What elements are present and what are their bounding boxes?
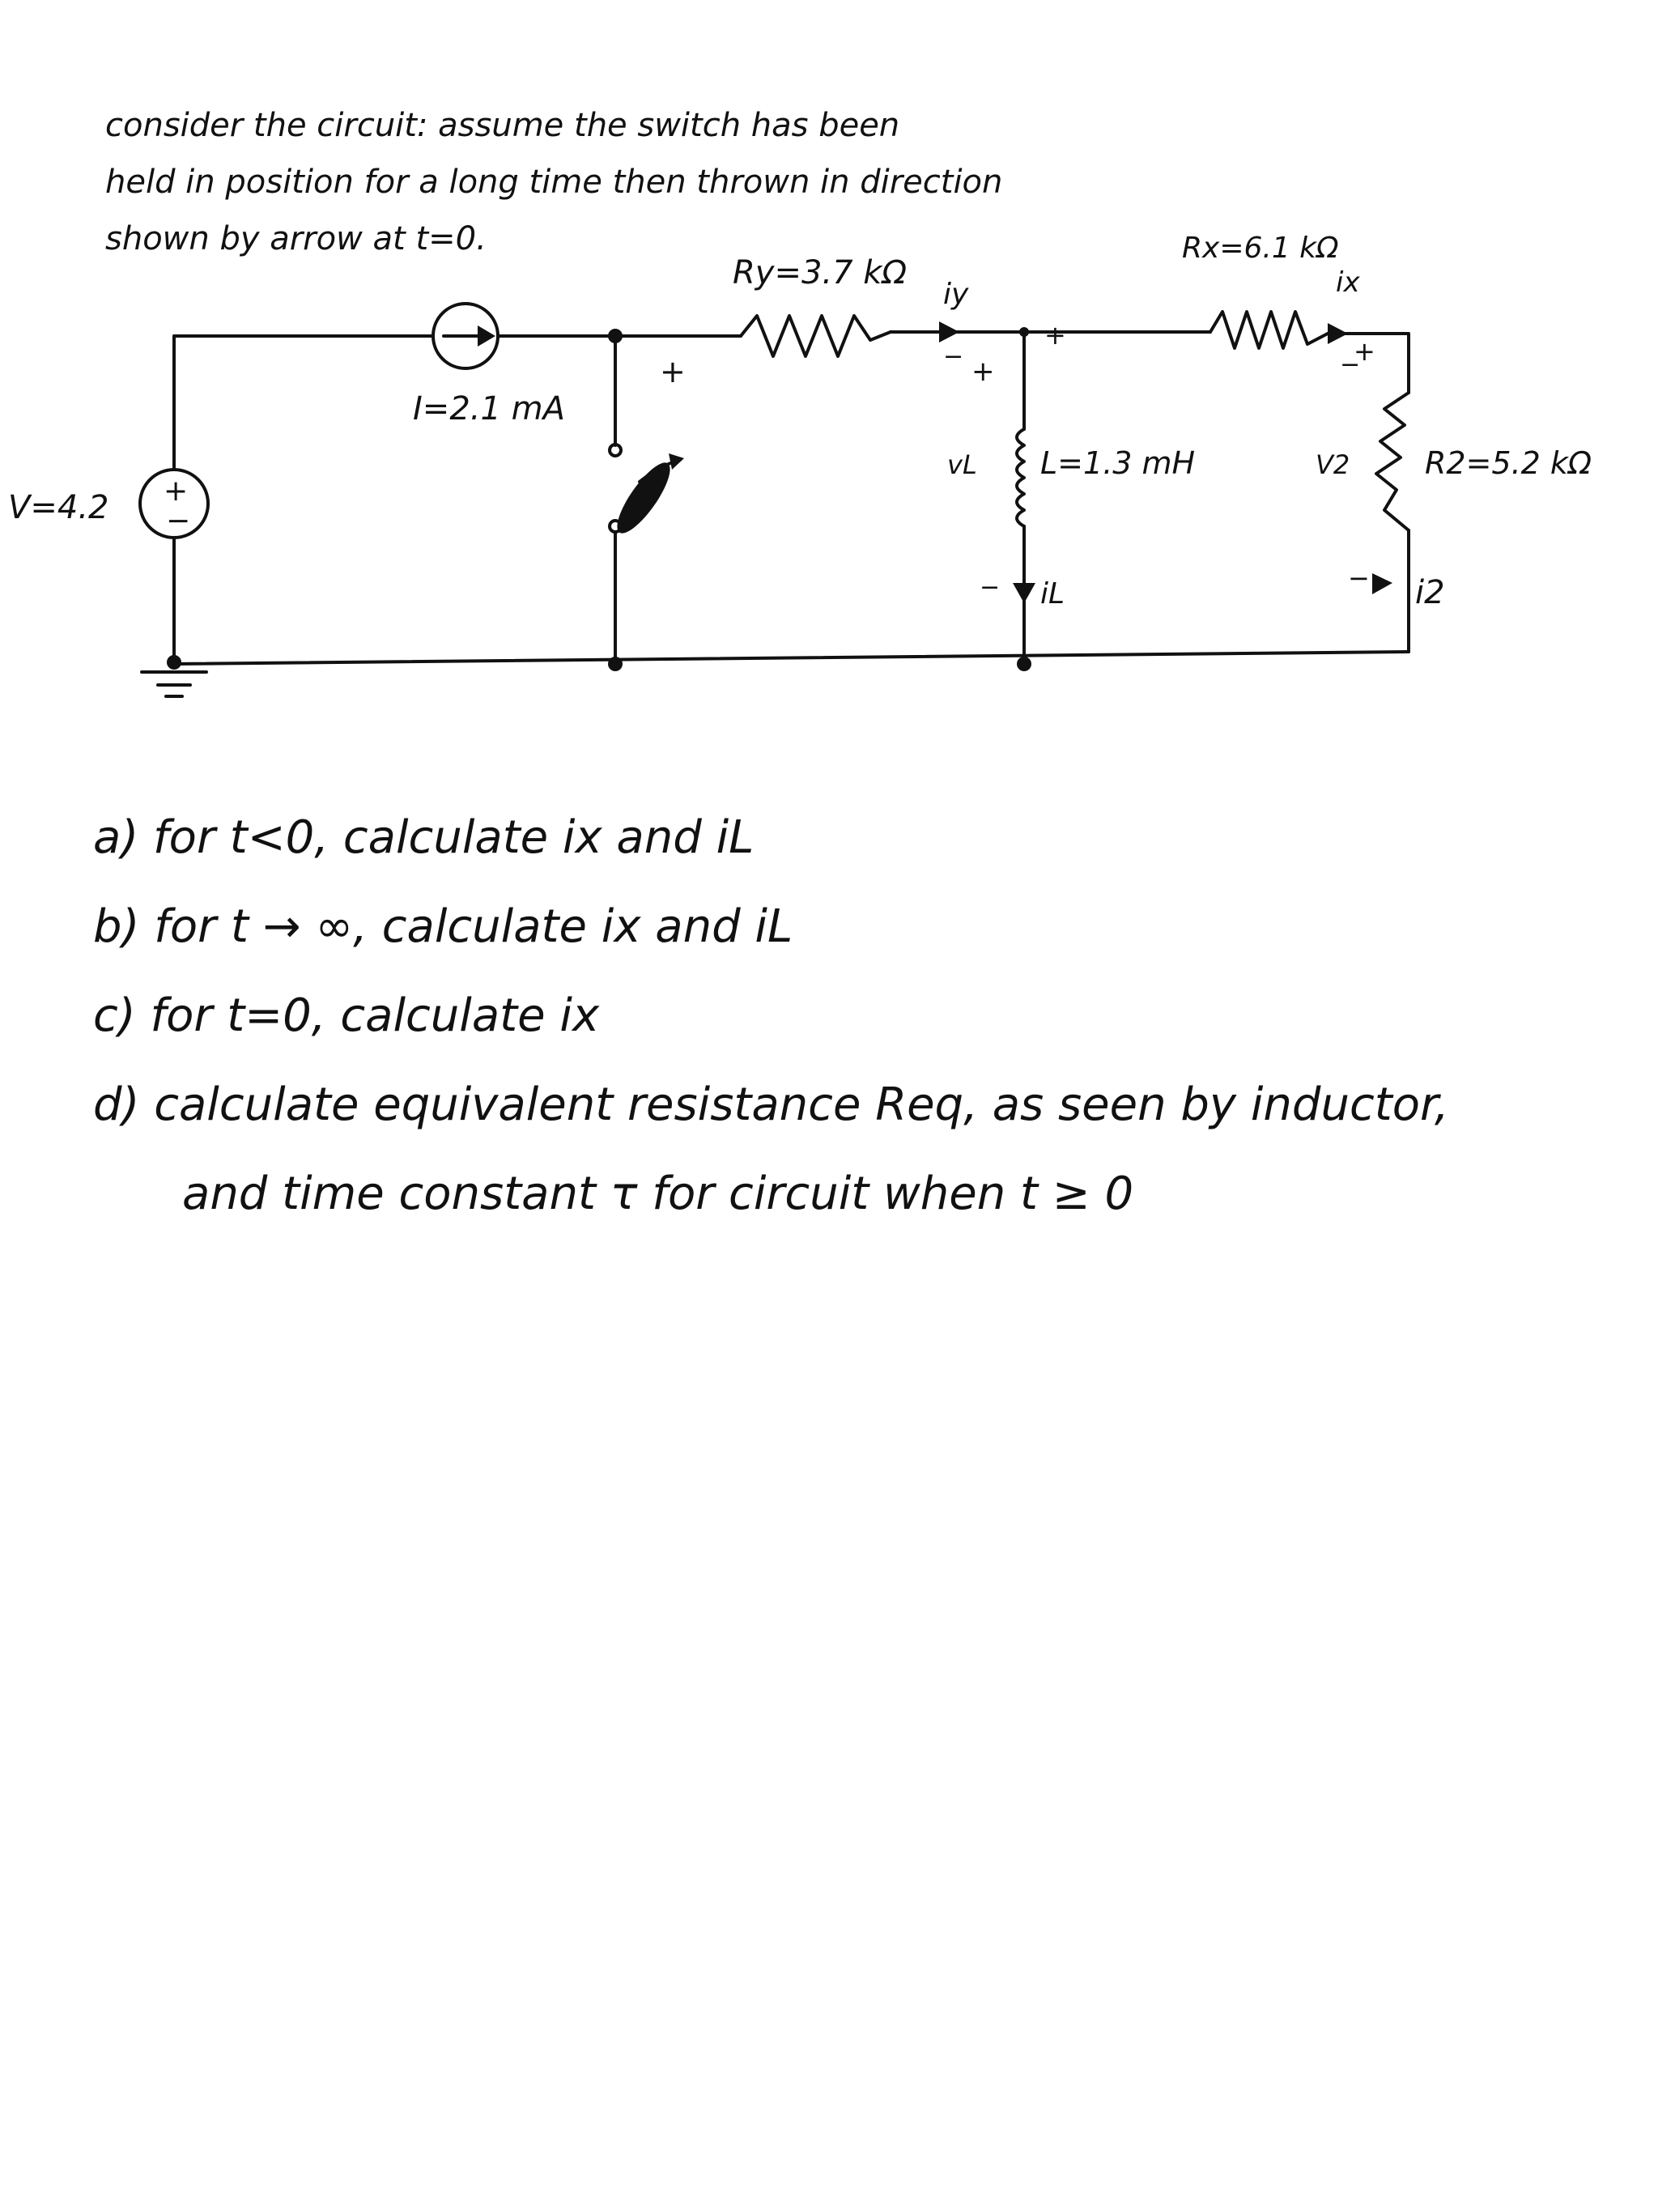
v2-plus-label: +: [1354, 336, 1375, 367]
vl-bottom-minus-label: −: [980, 573, 1000, 602]
ix-label: ix: [1336, 266, 1360, 299]
i2-label: i2: [1415, 574, 1445, 611]
inductor-bottom-node: [1017, 657, 1031, 671]
inductor-coil: [1015, 428, 1026, 528]
vl-label: vL: [947, 449, 977, 480]
node-plus-label: +: [1044, 320, 1066, 351]
switch-throw-arrow-head: [669, 453, 684, 470]
source-minus-sign: −: [166, 504, 190, 538]
top-wire-rx-to-right: [1326, 332, 1410, 394]
i2-arrow: [1372, 573, 1392, 594]
vl-plus-label: +: [971, 355, 995, 388]
ry-label: Ry=3.7 kΩ: [733, 254, 907, 291]
r2-label: R2=5.2 kΩ: [1425, 445, 1592, 481]
question-d: d) calculate equivalent resistance Req, …: [93, 1078, 1449, 1131]
v2-label: V2: [1316, 449, 1350, 480]
rx-minus-label: −: [1340, 351, 1360, 379]
current-source-label: I=2.1 mA: [413, 390, 565, 428]
source-voltage-label: V=4.2: [8, 489, 109, 526]
resistor-rx: [1209, 310, 1329, 350]
switch-contact-top: [608, 443, 623, 457]
problem-intro: consider the circuit: assume the switch …: [105, 97, 1002, 267]
current-source-arrow-head: [478, 325, 495, 347]
question-b: b) for t → ∞, calculate ix and iL: [93, 900, 793, 953]
intro-line-3: shown by arrow at t=0.: [105, 220, 487, 257]
il-arrow: [1013, 583, 1035, 603]
question-d-continued: and time constant τ for circuit when t ≥…: [182, 1168, 1134, 1220]
switch-blade: [617, 462, 670, 534]
resistor-r2: [1375, 391, 1410, 532]
switch-plus-label: +: [660, 354, 686, 389]
iy-label: iy: [943, 278, 969, 311]
v2-minus-label: −: [1348, 563, 1370, 593]
intro-line-2: held in position for a long time then th…: [105, 164, 1003, 201]
rx-label: Rx=6.1 kΩ: [1182, 232, 1339, 265]
question-a: a) for t<0, calculate ix and iL: [93, 811, 755, 864]
vl-minus-label: −: [943, 342, 963, 371]
question-list: a) for t<0, calculate ix and iL b) for t…: [93, 793, 1449, 1239]
bottom-wire: [172, 650, 1410, 666]
il-label: iL: [1040, 577, 1065, 610]
intro-line-1: consider the circuit: assume the switch …: [105, 107, 900, 144]
ground-node: [167, 655, 181, 670]
source-plus-sign: +: [164, 474, 188, 508]
inductor-label: L=1.3 mH: [1040, 445, 1195, 481]
resistor-ry: [739, 314, 892, 358]
question-c: c) for t=0, calculate ix: [93, 989, 600, 1042]
